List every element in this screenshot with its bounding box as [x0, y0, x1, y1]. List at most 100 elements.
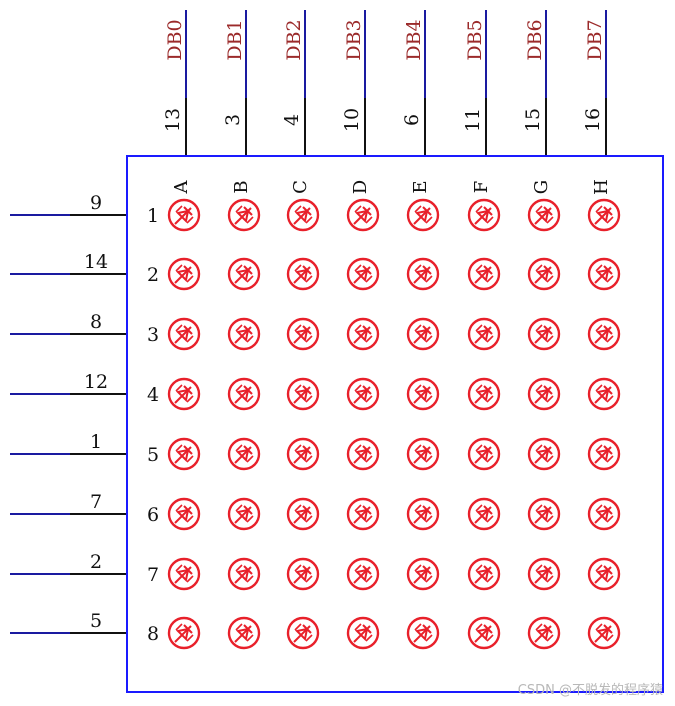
column-letter: E — [410, 180, 431, 193]
row-pins: 9 14 8 12 1 7 2 5 — [10, 192, 127, 634]
led-icon — [587, 198, 621, 232]
led-icon — [406, 317, 440, 351]
led-icon — [406, 557, 440, 591]
led-icon — [286, 497, 320, 531]
column-letter: A — [171, 180, 192, 195]
column-letter: G — [531, 180, 552, 194]
column-letter: B — [231, 180, 252, 193]
bus-name: DB1 — [224, 19, 246, 60]
led-icon — [167, 557, 201, 591]
led-icon — [167, 317, 201, 351]
column-pin-number: 3 — [222, 114, 244, 126]
led-icon — [286, 257, 320, 291]
row-label: 8 — [147, 623, 159, 645]
bus-name: DB3 — [343, 19, 365, 60]
column-letter: C — [290, 180, 311, 194]
row-pin-number: 5 — [90, 610, 102, 632]
led-icon — [346, 317, 380, 351]
row-pin-number: 7 — [90, 491, 102, 513]
column-letter: F — [471, 181, 492, 194]
row-pin: 5 — [10, 610, 127, 634]
led-icon — [587, 616, 621, 650]
led-icon — [467, 557, 501, 591]
column-pin: DB2 4 — [281, 10, 306, 156]
led-icon — [167, 497, 201, 531]
led-icon — [167, 616, 201, 650]
led-icon — [227, 377, 261, 411]
column-pin-number: 11 — [462, 108, 484, 132]
row-pin: 1 — [10, 431, 127, 455]
row-label: 4 — [147, 384, 159, 406]
led-icon — [286, 616, 320, 650]
led-icon — [346, 257, 380, 291]
led-icon — [286, 317, 320, 351]
column-letter: D — [350, 180, 371, 194]
led-icon — [346, 377, 380, 411]
column-pin: DB5 11 — [462, 10, 487, 156]
led-icon — [587, 497, 621, 531]
bus-name: DB2 — [283, 19, 305, 60]
led-icon — [527, 317, 561, 351]
led-grid — [167, 198, 621, 650]
led-icon — [527, 616, 561, 650]
matrix-outline — [126, 155, 664, 693]
led-icon — [587, 317, 621, 351]
column-pin: DB4 6 — [401, 10, 426, 156]
row-label: 7 — [147, 564, 159, 586]
column-pin-number: 10 — [341, 108, 363, 132]
row-pin: 2 — [10, 551, 127, 575]
led-icon — [527, 497, 561, 531]
column-pin-number: 4 — [281, 114, 303, 126]
bus-name: DB6 — [524, 19, 546, 60]
led-icon — [227, 557, 261, 591]
row-pin-number: 8 — [90, 311, 102, 333]
led-icon — [286, 198, 320, 232]
row-pin-number: 14 — [84, 251, 108, 273]
led-icon — [467, 377, 501, 411]
column-pin-number: 16 — [582, 108, 604, 132]
led-icon — [167, 198, 201, 232]
led-icon — [227, 257, 261, 291]
row-pin: 7 — [10, 491, 127, 515]
led-icon — [587, 377, 621, 411]
row-label: 1 — [147, 205, 159, 227]
led-icon — [406, 616, 440, 650]
bus-name: DB4 — [403, 19, 425, 60]
led-icon — [527, 257, 561, 291]
led-icon — [587, 437, 621, 471]
bus-name: DB0 — [164, 19, 186, 60]
led-icon — [227, 198, 261, 232]
row-pin-number: 1 — [90, 431, 102, 453]
led-icon — [346, 437, 380, 471]
led-icon — [527, 198, 561, 232]
led-icon — [346, 557, 380, 591]
row-label: 3 — [147, 324, 159, 346]
led-icon — [406, 497, 440, 531]
row-pin: 8 — [10, 311, 127, 335]
row-label: 2 — [147, 264, 159, 286]
led-icon — [527, 437, 561, 471]
led-icon — [467, 437, 501, 471]
column-pin-number: 6 — [401, 114, 423, 126]
row-pin: 14 — [10, 251, 127, 275]
led-icon — [286, 377, 320, 411]
led-icon — [406, 198, 440, 232]
led-icon — [167, 257, 201, 291]
led-icon — [527, 557, 561, 591]
column-pin: DB1 3 — [222, 10, 247, 156]
bus-name: DB5 — [464, 19, 486, 60]
row-label: 5 — [147, 444, 159, 466]
led-icon — [346, 198, 380, 232]
row-pin: 9 — [10, 192, 127, 216]
led-icon — [406, 257, 440, 291]
led-icon — [346, 497, 380, 531]
led-icon — [467, 198, 501, 232]
led-icon — [167, 377, 201, 411]
row-pin-number: 12 — [84, 371, 108, 393]
